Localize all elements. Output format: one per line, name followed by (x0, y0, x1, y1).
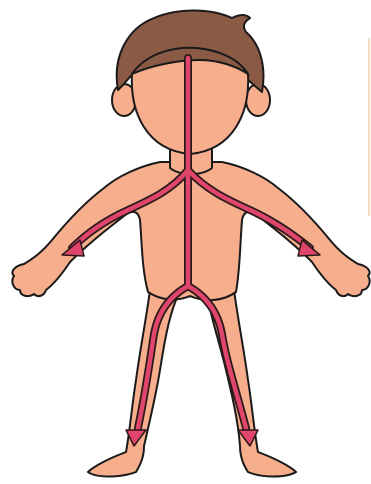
right-edge-border (368, 38, 370, 216)
vessel-system (72, 58, 310, 428)
